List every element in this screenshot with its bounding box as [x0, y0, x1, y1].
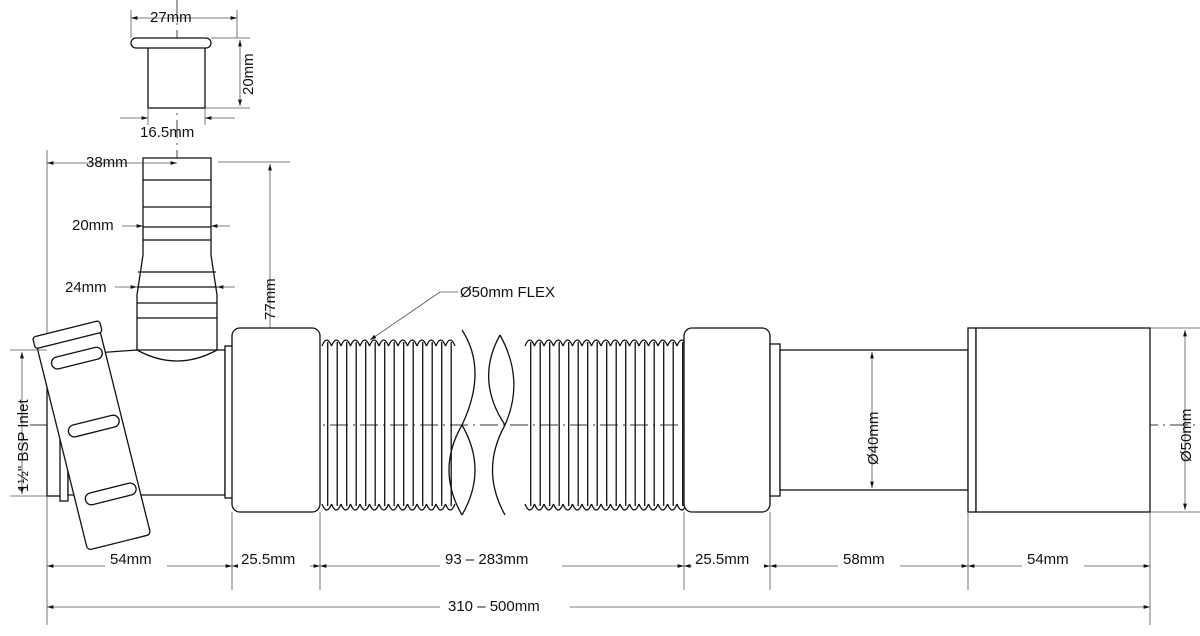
hose-rib	[368, 339, 380, 511]
hose-rib	[552, 339, 564, 511]
hose-rib	[533, 339, 545, 511]
hose-rib	[609, 339, 621, 511]
barb-small-label: 20mm	[72, 217, 114, 234]
hose-rib	[600, 339, 612, 511]
hose-rib	[628, 339, 640, 511]
segment-dimensions	[47, 512, 1151, 625]
hose-rib	[425, 339, 437, 511]
pipe-diameter-label: Ø40mm	[865, 412, 882, 465]
blanking-cap	[130, 37, 212, 109]
hose-rib	[647, 339, 659, 511]
flex-label: Ø50mm FLEX	[460, 284, 555, 301]
hose-rib	[581, 339, 593, 511]
hose-rib	[657, 339, 669, 511]
hose-rib	[330, 339, 342, 511]
hose-rib	[444, 339, 456, 511]
cap-width-label: 27mm	[150, 9, 192, 26]
barb-offset-label: 38mm	[86, 154, 128, 171]
hose-rib	[359, 339, 371, 511]
hose-rib	[666, 339, 678, 511]
hose-rib	[397, 339, 409, 511]
hose-rib	[562, 339, 574, 511]
hose-rib	[543, 339, 555, 511]
hose-rib	[524, 339, 536, 511]
barb-height-label: 77mm	[262, 278, 279, 320]
cap-height-label: 20mm	[240, 53, 257, 95]
inlet-tee	[32, 320, 234, 551]
hose-rib	[590, 339, 602, 511]
outlet-flange	[967, 327, 977, 513]
hose-rib	[349, 339, 361, 511]
barb-large-label: 24mm	[65, 279, 107, 296]
outlet-socket	[975, 327, 1151, 513]
seg-pipe-label: 58mm	[843, 551, 885, 568]
hose-rib	[619, 339, 631, 511]
hose-rib	[416, 339, 428, 511]
hose-rib	[340, 339, 352, 511]
seg-coupling2-label: 25.5mm	[695, 551, 749, 568]
coupling-nut-right	[683, 327, 771, 513]
seg-coupling1-label: 25.5mm	[241, 551, 295, 568]
overall-length-label: 310 – 500mm	[448, 598, 540, 615]
flexible-hose	[321, 329, 688, 516]
hose-rib	[321, 339, 333, 511]
tail-pipe	[779, 349, 969, 491]
hose-rib	[387, 339, 399, 511]
inlet-label: 1½" BSP Inlet	[15, 399, 32, 492]
seg-outlet-label: 54mm	[1027, 551, 1069, 568]
hose-rib	[378, 339, 390, 511]
hose-rib	[487, 334, 515, 516]
washer-ring	[769, 343, 781, 497]
hose-rib	[435, 339, 447, 511]
coupling-nut-left	[231, 327, 321, 513]
seg-inlet-label: 54mm	[110, 551, 152, 568]
hose-rib	[571, 339, 583, 511]
seg-flex-label: 93 – 283mm	[445, 551, 528, 568]
hose-barb	[136, 157, 218, 351]
hose-rib	[406, 339, 418, 511]
hose-rib	[638, 339, 650, 511]
cap-inner-label: 16.5mm	[140, 124, 194, 141]
hose-rib	[448, 329, 476, 516]
outlet-diameter-label: Ø50mm	[1178, 409, 1195, 462]
